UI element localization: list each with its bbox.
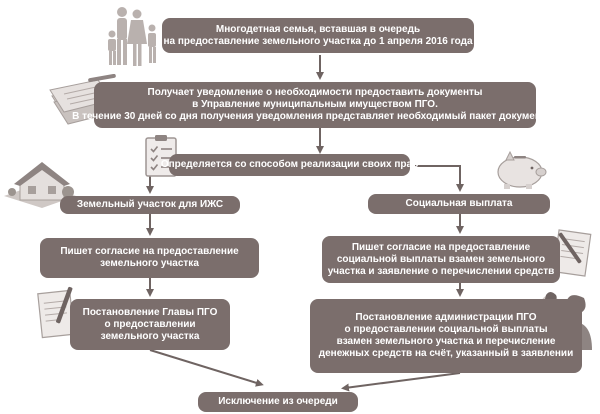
notification-line-2: в Управление муниципальным имуществом ПГ… — [192, 99, 438, 110]
land-decree-box: Постановление Главы ПГО о предоставлении… — [70, 299, 230, 350]
notification-box: Получает уведомление о необходимости пре… — [72, 82, 558, 128]
choose-method-box: Определяется со способом реализации свои… — [161, 154, 418, 176]
end-box: Исключение из очереди — [198, 392, 358, 412]
arrow-land-decree-to-end — [149, 349, 264, 387]
land-branch-title: Земельный участок для ИЖС — [76, 199, 224, 210]
social-decree-line-1: Постановление администрации ПГО — [355, 312, 537, 323]
land-decree-line-2: о предоставлении — [104, 318, 196, 330]
arrow-social-decree-to-end — [341, 372, 461, 392]
signed-paper-icon — [37, 286, 75, 339]
land-consent-line-1: Пишет согласие на предоставление — [60, 246, 239, 257]
land-decree-line-1: Постановление Главы ПГО — [82, 306, 218, 318]
notification-line-3: В течение 30 дней со дня получения уведо… — [72, 111, 558, 122]
house-icon — [4, 162, 76, 208]
start-line-1: Многодетная семья, вставшая в очередь — [215, 23, 421, 35]
social-branch-title-box: Социальная выплата — [368, 194, 550, 214]
piggy-bank-icon — [497, 150, 547, 189]
land-consent-line-2: земельного участка — [100, 258, 199, 269]
land-branch-title-box: Земельный участок для ИЖС — [60, 196, 240, 214]
family-icon — [108, 7, 156, 66]
social-branch-title: Социальная выплата — [405, 198, 513, 209]
social-decree-line-2: о предоставлении социальной выплаты — [344, 324, 548, 335]
land-consent-box: Пишет согласие на предоставление земельн… — [40, 238, 259, 278]
notification-line-1: Получает уведомление о необходимости пре… — [147, 87, 483, 98]
social-decree-line-3: взамен земельного участка и перечисление — [336, 336, 556, 347]
choose-method-text: Определяется со способом реализации свои… — [160, 159, 419, 170]
land-decree-line-3: земельного участка — [100, 330, 200, 342]
social-consent-box: Пишет согласие на предоставление социаль… — [322, 236, 560, 283]
start-line-2: на предоставление земельного участка до … — [163, 35, 473, 47]
contract-pen-icon — [552, 229, 592, 277]
social-decree-box: Постановление администрации ПГО о предос… — [310, 299, 582, 373]
social-consent-line-3: участка и заявление о перечислении средс… — [327, 265, 555, 277]
start-box: Многодетная семья, вставшая в очередь на… — [162, 18, 474, 53]
social-consent-line-1: Пишет согласие на предоставление — [351, 241, 531, 253]
arrow-choose-to-social — [415, 165, 464, 192]
social-decree-line-4: денежных средств на счёт, указанный в за… — [318, 348, 574, 359]
end-text: Исключение из очереди — [218, 396, 338, 407]
social-consent-line-2: социальной выплаты взамен земельного — [336, 253, 546, 265]
